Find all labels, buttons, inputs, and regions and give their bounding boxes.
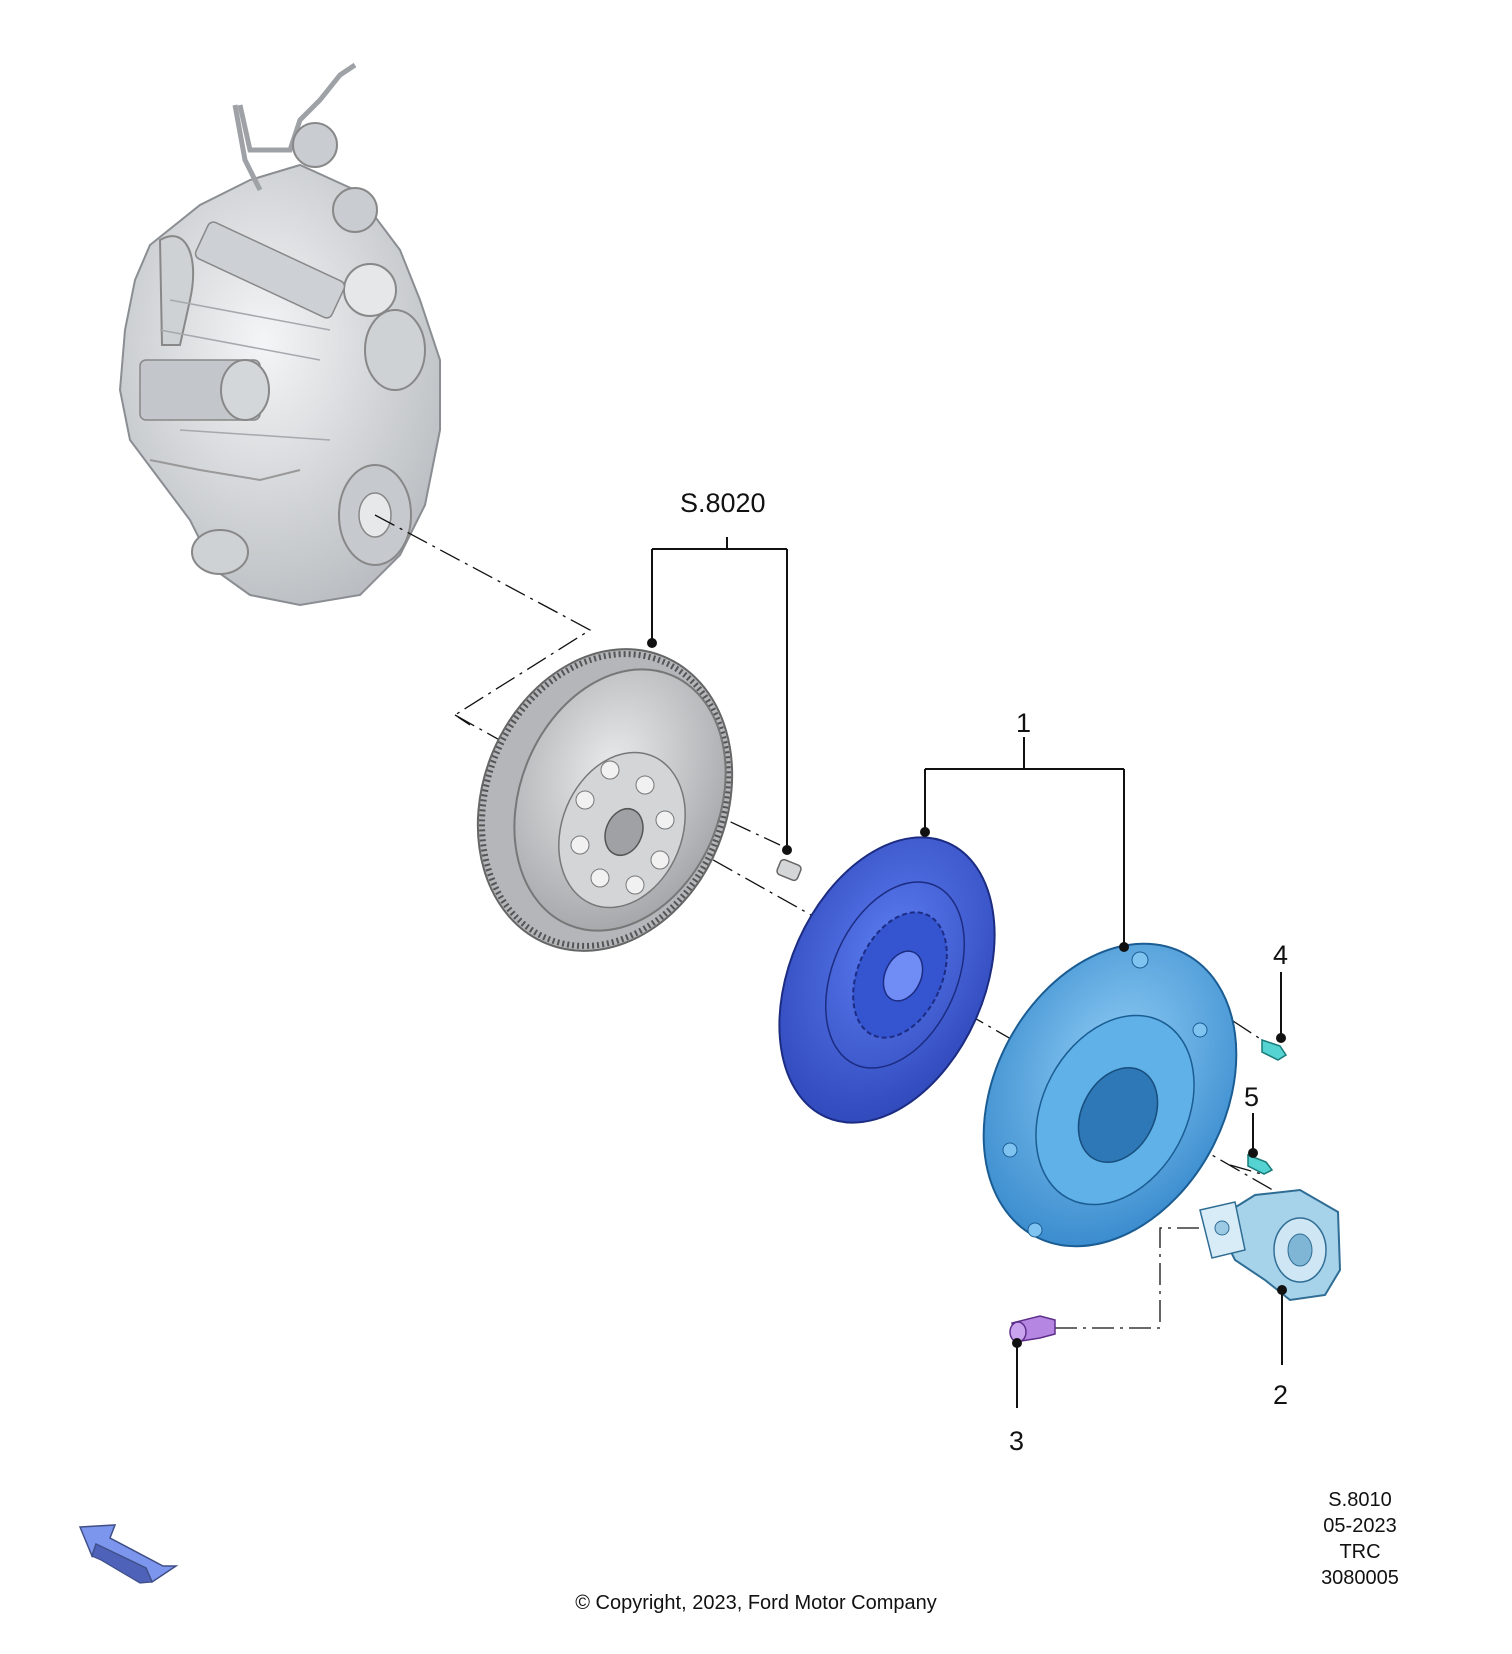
callout-2: 2	[1273, 1380, 1289, 1410]
pressure-plate	[982, 942, 1238, 1248]
leader-dots	[647, 638, 1287, 1348]
reference-section: S.8010	[1328, 1489, 1392, 1511]
leader-lines	[651, 537, 1283, 1408]
direction-arrow-icon	[78, 1524, 179, 1584]
copyright-notice: © Copyright, 2023, Ford Motor Company	[575, 1592, 937, 1614]
slave-cylinder	[1199, 1188, 1342, 1302]
reference-block: S.8010 05-2023 TRC 3080005	[1300, 1487, 1420, 1591]
engine-block	[118, 62, 441, 607]
reference-date: 05-2023	[1323, 1515, 1397, 1537]
flywheel	[476, 648, 802, 952]
reference-number: 3080005	[1321, 1567, 1399, 1589]
callout-5: 5	[1244, 1082, 1260, 1112]
reference-code: TRC	[1339, 1541, 1381, 1563]
bolt-a	[1261, 1038, 1288, 1061]
group-label-clutch-kit: 1	[1016, 708, 1032, 738]
bolt-b	[1247, 1153, 1274, 1175]
group-label-flywheel: S.8020	[680, 488, 766, 518]
callout-4: 4	[1273, 940, 1289, 970]
callout-3: 3	[1009, 1426, 1025, 1456]
clutch-disc	[778, 836, 996, 1124]
